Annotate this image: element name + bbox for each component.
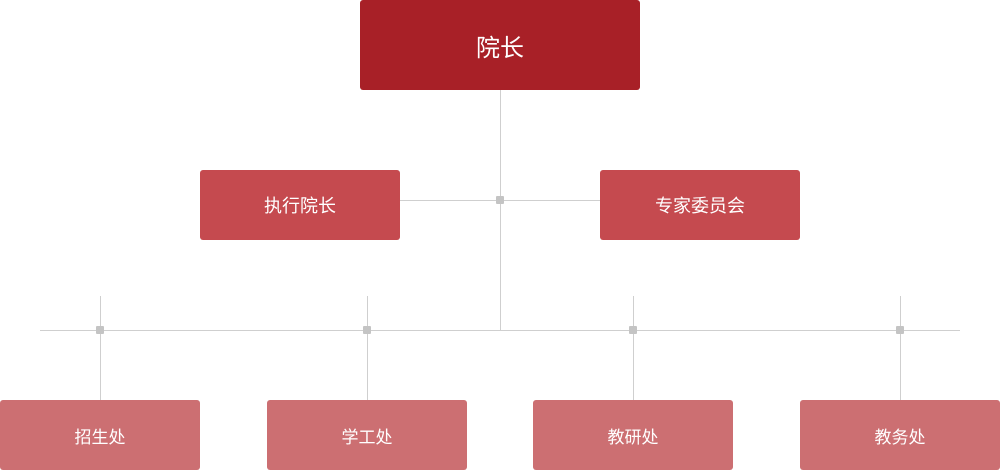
node-student-affairs-office[interactable]: 学工处 — [267, 400, 467, 470]
connector-bottom-bar — [40, 330, 960, 331]
junction-marker-middle — [496, 196, 504, 204]
node-admissions-office[interactable]: 招生处 — [0, 400, 200, 470]
junction-marker-2 — [363, 326, 371, 334]
node-dean-label: 院长 — [476, 33, 524, 62]
node-executive-dean-label: 执行院长 — [264, 196, 336, 217]
node-teaching-research-office-label: 教研处 — [607, 427, 659, 448]
node-teaching-research-office[interactable]: 教研处 — [533, 400, 733, 470]
node-admissions-office-label: 招生处 — [74, 427, 126, 448]
node-expert-committee-label: 专家委员会 — [655, 196, 745, 217]
connector-branch-3 — [633, 296, 634, 400]
node-expert-committee[interactable]: 专家委员会 — [600, 170, 800, 240]
node-dean[interactable]: 院长 — [360, 0, 640, 90]
connector-branch-2 — [367, 296, 368, 400]
junction-marker-3 — [629, 326, 637, 334]
node-executive-dean[interactable]: 执行院长 — [200, 170, 400, 240]
connector-branch-4 — [900, 296, 901, 400]
connector-branch-1 — [100, 296, 101, 400]
junction-marker-4 — [896, 326, 904, 334]
node-student-affairs-office-label: 学工处 — [341, 427, 393, 448]
node-academic-affairs-office[interactable]: 教务处 — [800, 400, 1000, 470]
node-academic-affairs-office-label: 教务处 — [874, 427, 926, 448]
junction-marker-1 — [96, 326, 104, 334]
connector-trunk — [500, 90, 501, 330]
